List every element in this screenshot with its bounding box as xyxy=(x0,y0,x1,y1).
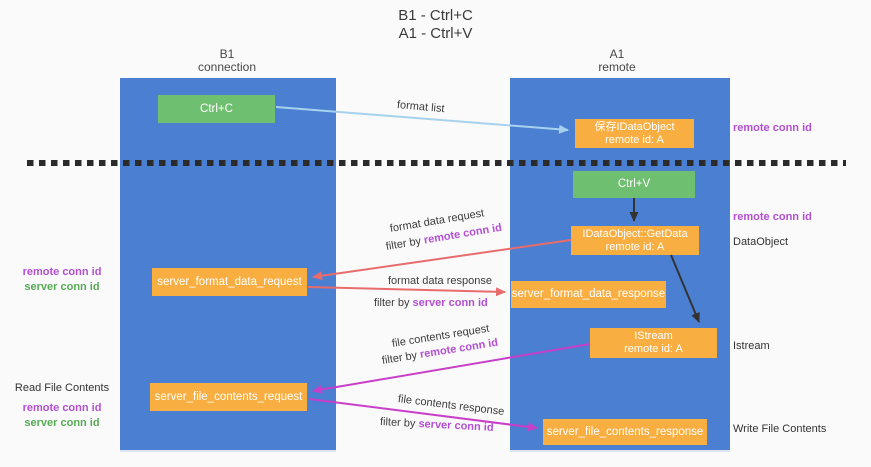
node-getdata-line1: IDataObject::GetData xyxy=(582,227,688,240)
node-getdata-line2: remote id: A xyxy=(605,240,665,253)
lifeline-b1-role: connection xyxy=(197,60,257,74)
annotation-right-remote-conn-id-1: remote conn id xyxy=(733,122,812,134)
node-ctrl-v-label: Ctrl+V xyxy=(617,178,651,190)
node-server-file-contents-response: server_file_contents_response xyxy=(543,419,707,445)
title-line-1: B1 - Ctrl+C xyxy=(398,7,473,24)
label-format-list: format list xyxy=(396,99,446,116)
node-ctrl-c: Ctrl+C xyxy=(158,95,275,123)
filter-prefix: filter by xyxy=(381,349,418,367)
label-format-data-response-filter: filter by server conn id xyxy=(374,297,488,309)
label-file-contents-response-filter: filter by server conn id xyxy=(380,416,494,434)
annotation-write-file-contents: Write File Contents xyxy=(733,423,827,435)
diagram-title: B1 - Ctrl+C A1 - Ctrl+V xyxy=(0,7,871,43)
annotation-left-remote-conn-id-2: remote conn id xyxy=(22,402,102,414)
annotation-left-server-conn-id-1: server conn id xyxy=(24,281,100,293)
lifeline-a1-role: remote xyxy=(598,60,636,74)
filter-key-server-conn-id: server conn id xyxy=(418,418,494,434)
node-ctrl-c-label: Ctrl+C xyxy=(200,102,233,115)
filter-key-server-conn-id: server conn id xyxy=(412,297,488,309)
node-format-response-label: server_format_data_response xyxy=(511,288,666,300)
title-line-2: A1 - Ctrl+V xyxy=(398,25,473,42)
arrow-format-data-response xyxy=(307,286,506,297)
node-save-dataobject: 保存IDataObject remote id: A xyxy=(575,119,694,148)
node-ctrl-v: Ctrl+V xyxy=(573,171,695,198)
node-format-request-label: server_format_data_request xyxy=(157,275,302,288)
node-idataobject-getdata: IDataObject::GetData remote id: A xyxy=(571,226,699,255)
node-file-response-label: server_file_contents_response xyxy=(546,425,704,438)
label-format-data-response: format data response xyxy=(388,275,492,287)
lifeline-a1-name: A1 xyxy=(609,47,625,61)
lifeline-header-b1: B1 connection xyxy=(152,48,302,74)
annotation-dataobject: DataObject xyxy=(733,236,789,248)
node-server-format-data-response: server_format_data_response xyxy=(511,281,666,308)
node-save-dataobject-line1: 保存IDataObject xyxy=(594,120,675,133)
filter-prefix: filter by xyxy=(379,416,416,430)
node-istream: IStream remote id: A xyxy=(590,328,717,358)
node-server-file-contents-request: server_file_contents_request xyxy=(150,383,307,411)
annotation-left-remote-conn-id-1: remote conn id xyxy=(22,266,102,278)
annotation-istream: Istream xyxy=(733,340,770,352)
annotation-left-server-conn-id-2: server conn id xyxy=(24,417,100,429)
annotation-read-file-contents: Read File Contents xyxy=(14,382,110,394)
node-istream-line1: IStream xyxy=(634,330,673,342)
filter-prefix: filter by xyxy=(385,235,422,253)
node-file-request-label: server_file_contents_request xyxy=(154,390,303,403)
filter-prefix: filter by xyxy=(374,297,410,309)
lifeline-b1-name: B1 xyxy=(219,47,235,61)
annotation-right-remote-conn-id-2: remote conn id xyxy=(733,211,812,223)
node-server-format-data-request: server_format_data_request xyxy=(152,268,307,296)
node-save-dataobject-line2: remote id: A xyxy=(605,133,664,146)
lifeline-header-a1: A1 remote xyxy=(542,48,692,74)
node-istream-line2: remote id: A xyxy=(624,343,683,355)
label-file-contents-response: file contents response xyxy=(397,393,505,418)
